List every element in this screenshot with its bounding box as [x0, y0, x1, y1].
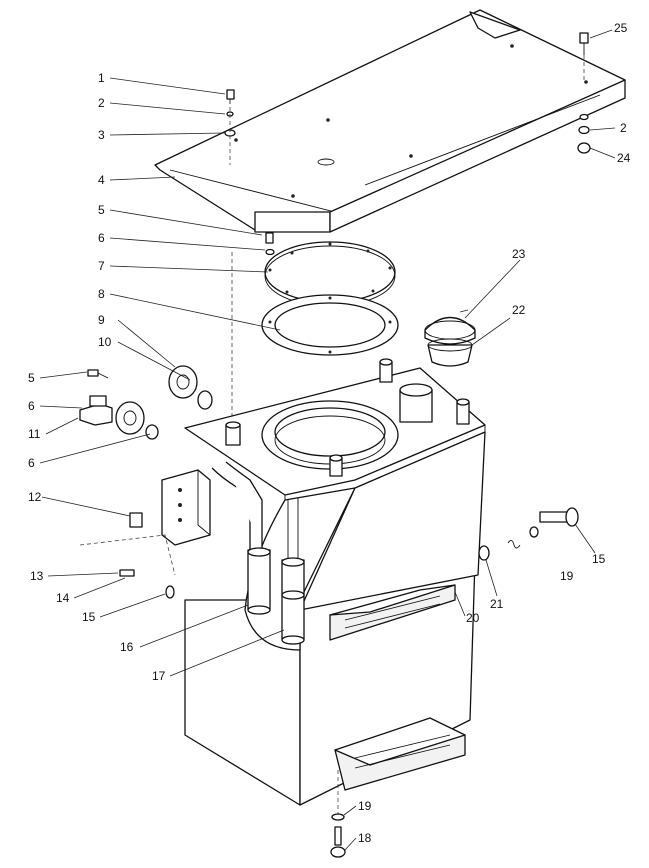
step-lower: [334, 717, 466, 791]
callout-9: 9: [98, 313, 105, 327]
bolt-15: [539, 507, 579, 527]
bolt-25: [579, 32, 589, 55]
callout-21: 21: [490, 597, 504, 611]
callout-labels: 1 2 3 4 5 6 7 8 9 10 5 6 11 6 12 13 14 1…: [28, 21, 631, 845]
callout-22: 22: [512, 303, 526, 317]
callout-8: 8: [98, 287, 105, 301]
callout-2b: 2: [620, 121, 627, 135]
filler-neck-22: [427, 338, 473, 367]
callout-20: 20: [466, 611, 480, 625]
callout-6b: 6: [28, 399, 35, 413]
elbow-fitting-11: [79, 395, 159, 440]
callout-3: 3: [98, 128, 105, 142]
callout-5: 5: [98, 203, 105, 217]
callout-14: 14: [56, 591, 70, 605]
callout-24: 24: [617, 151, 631, 165]
callout-15: 15: [82, 610, 96, 624]
step-upper: [329, 584, 456, 641]
bolt-18: [330, 826, 346, 858]
callout-12: 12: [28, 490, 42, 504]
nut-24: [577, 142, 591, 154]
leader-lines: [39, 29, 616, 851]
bracket-12: [129, 469, 211, 546]
screw-5b: [87, 369, 109, 379]
tank-body: [184, 358, 486, 806]
callout-7: 7: [98, 259, 105, 273]
callout-19: 19: [358, 799, 372, 813]
callout-10: 10: [98, 335, 112, 349]
callout-6c: 6: [28, 456, 35, 470]
callout-1: 1: [98, 71, 105, 85]
filler-cap-23: [424, 316, 476, 345]
callout-19b: 19: [560, 569, 574, 583]
callout-13: 13: [30, 569, 44, 583]
callout-16: 16: [120, 640, 134, 654]
clamp-13: [79, 534, 176, 599]
callout-11: 11: [28, 427, 41, 441]
callout-23: 23: [512, 247, 526, 261]
callout-5b: 5: [28, 371, 35, 385]
callout-15b: 15: [592, 552, 606, 566]
cover-plate: [154, 9, 626, 233]
callout-17: 17: [152, 669, 166, 683]
washer-19: [331, 813, 345, 821]
flange-fitting-9: [168, 365, 213, 410]
bolt-6: [265, 232, 275, 256]
callout-25: 25: [614, 21, 628, 35]
callout-18: 18: [358, 831, 372, 845]
callout-4: 4: [98, 173, 105, 187]
gasket-8: [261, 294, 399, 356]
nut-21: [478, 545, 490, 561]
callout-6: 6: [98, 231, 105, 245]
screw-1: [226, 89, 235, 104]
callout-2: 2: [98, 96, 105, 110]
